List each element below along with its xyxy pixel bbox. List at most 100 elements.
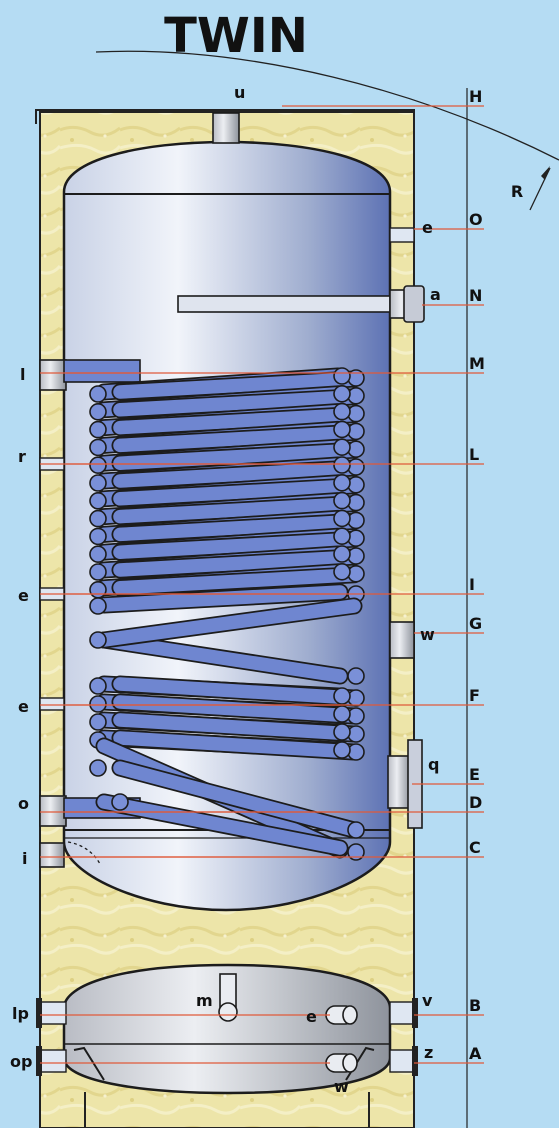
level-label-F: F (469, 686, 480, 705)
coil-tube (113, 514, 361, 542)
coil-bend (89, 631, 107, 649)
lower-baffle-left (73, 1046, 105, 1081)
label-l: l (20, 365, 25, 384)
socket-w (389, 621, 415, 659)
socket-lp (39, 1001, 67, 1025)
coil-bend (333, 527, 351, 546)
coil-bend (333, 705, 351, 723)
nozzle-u (212, 112, 240, 144)
socket-l (39, 359, 67, 391)
coil-tube (113, 695, 361, 723)
label-z: z (424, 1043, 433, 1062)
coil-tube (113, 425, 361, 453)
label-op: op (10, 1052, 32, 1071)
lower-stand-right (368, 1092, 370, 1128)
coil-tube (113, 731, 361, 759)
coil-tube (113, 532, 361, 559)
label-o: o (18, 794, 29, 813)
coil-bend (89, 527, 107, 546)
label-v: v (422, 991, 433, 1010)
coil-bend (89, 420, 107, 439)
coil-bend (89, 597, 107, 615)
coil-bend (333, 545, 351, 563)
heat-exchanger-coil (89, 367, 365, 861)
coil-tube (113, 443, 361, 470)
coil-tube (97, 795, 347, 855)
radius-arrowhead (541, 166, 550, 180)
sensor-pocket-m-end (218, 1002, 238, 1022)
diagram-title: TWIN (164, 8, 308, 64)
coil-bend (89, 713, 107, 731)
label-w-lower: w (334, 1077, 349, 1096)
level-label-I: I (469, 575, 475, 594)
label-r: r (18, 447, 26, 466)
label-lp: lp (12, 1004, 29, 1023)
coil-tube (113, 713, 361, 741)
coil-bend (333, 741, 351, 759)
coil-bend (333, 687, 351, 705)
coil-bend (89, 580, 107, 599)
socket-z (389, 1049, 415, 1073)
label-q: q (428, 755, 439, 774)
lower-stand-left (84, 1092, 86, 1128)
coil-bend (333, 473, 351, 492)
flange-q-body (387, 755, 411, 809)
coil-bend (89, 402, 107, 421)
label-m: m (196, 991, 213, 1010)
coil-bend (333, 438, 351, 457)
level-label-D: D (469, 793, 482, 812)
coil-bend (89, 759, 107, 777)
coil-bend (347, 667, 365, 685)
coil-bend (89, 695, 107, 713)
level-label-A: A (469, 1044, 482, 1063)
socket-op-flange (36, 1046, 42, 1076)
coil-tube (113, 677, 361, 705)
level-label-H: H (469, 87, 482, 106)
socket-o (39, 795, 67, 827)
level-label-O: O (469, 210, 483, 229)
coil-bend (347, 821, 365, 839)
level-label-B: B (469, 996, 481, 1015)
coil-tube (113, 568, 361, 595)
level-label-E: E (469, 765, 480, 784)
label-e2: e (18, 697, 29, 716)
socket-lp-flange (36, 998, 42, 1028)
label-i: i (22, 849, 27, 868)
coil-bend (333, 509, 351, 528)
coil-bend (89, 456, 107, 475)
level-label-N: N (469, 286, 482, 305)
coil-bend (333, 491, 351, 510)
label-e-lower: e (306, 1007, 317, 1026)
jacket-top-edge (35, 109, 415, 124)
socket-z-flange (412, 1046, 418, 1076)
label-w: w (420, 625, 435, 644)
coil-bend (333, 384, 351, 403)
coil-tube (113, 496, 361, 524)
coil-bend (89, 563, 107, 581)
coil-bend (89, 474, 107, 492)
coil-tube (113, 479, 361, 506)
coil-tube (97, 633, 347, 683)
coil-bend (89, 491, 107, 510)
lower-tank-body (62, 963, 392, 1095)
coil-bend (89, 509, 107, 528)
coil-bend (333, 367, 351, 385)
coil-tube (113, 407, 361, 435)
coil-bend (89, 677, 107, 695)
coil-tube (113, 390, 361, 417)
radius-label: R (511, 182, 523, 201)
socket-v-flange (412, 998, 418, 1028)
coil-tube (97, 599, 361, 647)
socket-v (389, 1001, 415, 1025)
coil-bend (333, 402, 351, 421)
label-e: e (422, 218, 433, 237)
label-u: u (234, 83, 245, 102)
coil-bend (89, 545, 107, 564)
level-label-C: C (469, 838, 481, 857)
socket-e-lower (39, 697, 65, 711)
coil-bend (333, 562, 351, 581)
